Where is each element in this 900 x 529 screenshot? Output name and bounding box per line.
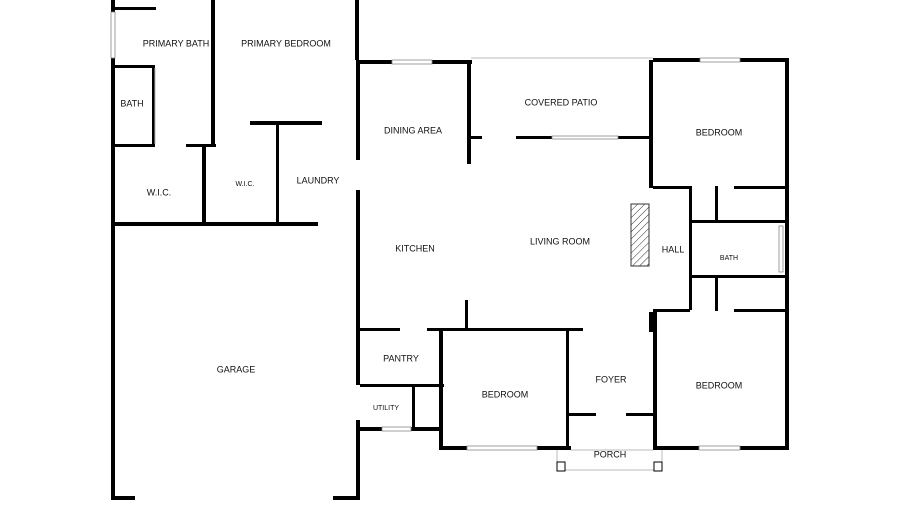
- porch-post: [653, 461, 663, 472]
- wall: [653, 446, 699, 450]
- wall: [471, 136, 482, 139]
- label-dining-area: DINING AREA: [384, 125, 442, 135]
- room-labels: PRIMARY BATH PRIMARY BEDROOM BATH W.I.C.…: [120, 38, 742, 459]
- wall: [356, 60, 360, 160]
- wall: [465, 300, 468, 330]
- wall: [653, 309, 690, 312]
- label-wic: W.I.C.: [235, 181, 254, 188]
- wall: [360, 328, 400, 331]
- wall: [715, 186, 718, 222]
- wall: [356, 190, 360, 385]
- wall: [653, 186, 690, 189]
- label-garage: GARAGE: [217, 364, 256, 374]
- wall: [432, 60, 472, 64]
- label-utility: UTILITY: [373, 405, 399, 412]
- porch-post: [556, 461, 566, 472]
- wall-south: [111, 496, 135, 500]
- window: [466, 445, 538, 451]
- wall: [653, 310, 657, 450]
- wall: [649, 312, 653, 332]
- label-bedroom: BEDROOM: [696, 380, 743, 390]
- wall: [566, 413, 596, 416]
- wall: [692, 220, 785, 223]
- label-covered-patio: COVERED PATIO: [525, 97, 598, 107]
- wall-south: [333, 496, 360, 500]
- wall: [360, 60, 392, 64]
- label-bath: BATH: [720, 255, 738, 262]
- window: [699, 57, 741, 63]
- wall: [276, 121, 279, 224]
- wall: [356, 420, 360, 500]
- wall: [115, 7, 156, 10]
- wall: [692, 275, 785, 278]
- label-primary-bedroom: PRIMARY BEDROOM: [241, 38, 331, 48]
- label-hall: HALL: [662, 244, 685, 254]
- wall: [649, 60, 653, 188]
- wall-east: [785, 58, 789, 450]
- window: [110, 11, 116, 59]
- window: [391, 59, 433, 65]
- wall: [689, 186, 692, 310]
- wall: [740, 58, 789, 62]
- wall: [115, 144, 155, 147]
- wall: [250, 121, 322, 125]
- wall: [439, 328, 443, 450]
- wall: [211, 0, 215, 147]
- wall: [734, 186, 789, 189]
- windows: [110, 11, 784, 451]
- wall: [734, 309, 789, 312]
- label-wic: W.I.C.: [147, 187, 172, 197]
- wall: [411, 427, 443, 431]
- label-porch: PORCH: [594, 449, 627, 459]
- wall: [360, 427, 382, 431]
- wall: [152, 65, 155, 145]
- wall: [618, 136, 653, 139]
- walls: [111, 0, 789, 500]
- window: [381, 426, 412, 432]
- window: [698, 445, 741, 451]
- label-foyer: FOYER: [595, 374, 627, 384]
- wall: [439, 446, 467, 450]
- wall: [467, 60, 471, 164]
- label-bedroom: BEDROOM: [482, 389, 529, 399]
- label-primary-bath: PRIMARY BATH: [143, 38, 210, 48]
- thin-lines: [154, 57, 663, 471]
- wall: [111, 222, 318, 226]
- wall: [566, 328, 569, 450]
- label-laundry: LAUNDRY: [297, 175, 340, 185]
- patio-door: [551, 135, 619, 140]
- wall-west: [111, 0, 115, 500]
- wall: [427, 328, 583, 331]
- wall: [626, 413, 656, 416]
- label-bedroom: BEDROOM: [696, 127, 743, 137]
- label-living-room: LIVING ROOM: [530, 236, 590, 246]
- wall: [202, 144, 206, 224]
- wall: [715, 275, 718, 311]
- label-kitchen: KITCHEN: [395, 243, 435, 253]
- wall: [740, 446, 789, 450]
- wall: [355, 0, 359, 60]
- wall: [186, 144, 216, 147]
- fireplace: [630, 203, 650, 267]
- wall: [537, 446, 571, 450]
- wall: [115, 65, 155, 68]
- label-pantry: PANTRY: [383, 353, 419, 363]
- label-bath: BATH: [120, 98, 143, 108]
- wall: [360, 384, 444, 387]
- wall: [412, 387, 415, 427]
- wall: [516, 136, 552, 139]
- window: [778, 225, 784, 273]
- wall: [653, 58, 700, 62]
